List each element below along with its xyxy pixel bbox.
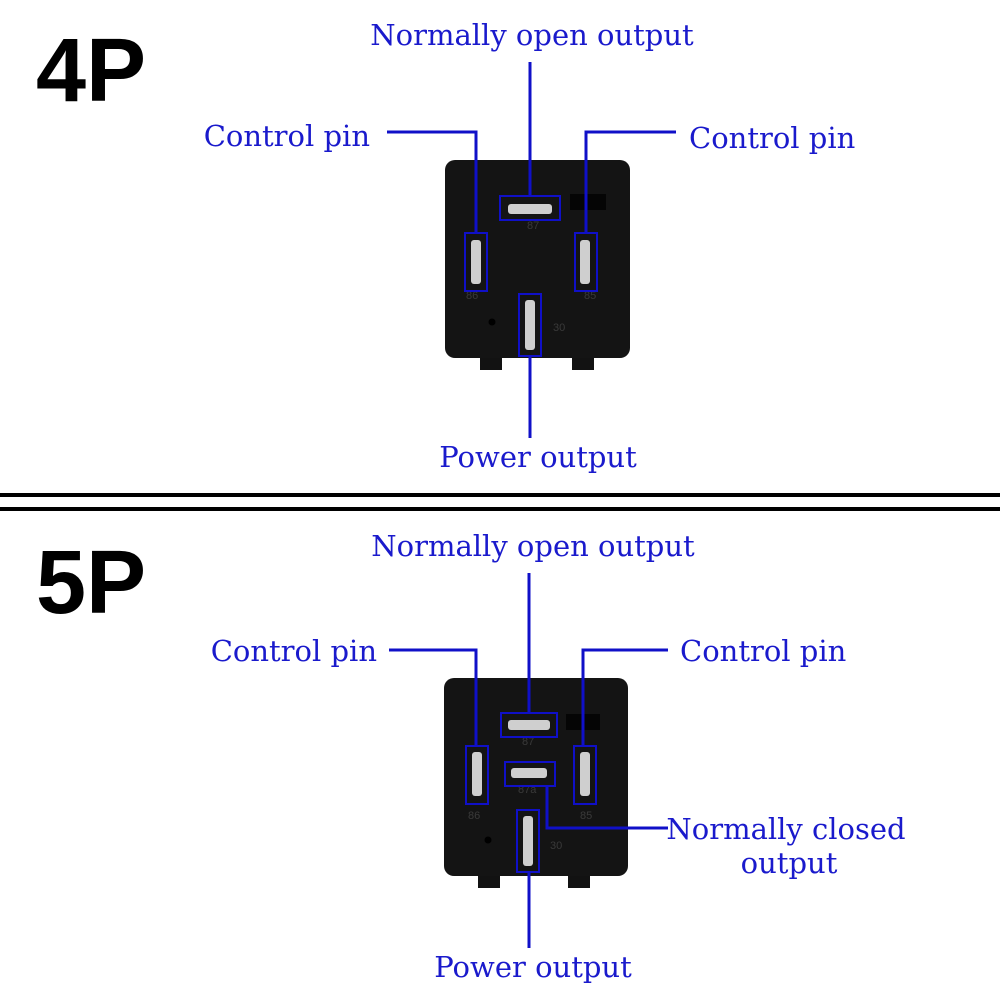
section-title-5p: 5P [36,533,146,633]
pin-box-85 [573,745,597,805]
relay-dot [484,836,492,844]
section-divider [0,493,1000,511]
pin-number-87: 87 [527,220,539,232]
terminal-86 [472,752,482,796]
leader-control-left [387,130,478,233]
pin-number-30: 30 [550,840,562,852]
divider-line-bottom [0,507,1000,511]
relay-dot [488,318,496,326]
label-power-output: Power output [434,950,632,984]
pin-number-86: 86 [466,290,478,302]
pin-number-86: 86 [468,810,480,822]
label-control-pin-right: Control pin [680,634,846,668]
label-control-pin-left: Control pin [204,119,370,153]
label-control-pin-left: Control pin [211,634,377,668]
terminal-85 [580,240,590,284]
terminal-30 [523,816,533,866]
label-normally-closed-line2: output [741,846,838,880]
leader-nc-output [545,786,668,830]
section-5p: 5P 87 87a 86 85 30 [36,529,906,984]
leader-control-left [389,648,478,746]
relay-5p: 87 87a 86 85 30 [444,678,628,888]
section-title-4p: 4P [36,21,146,121]
terminal-87 [508,720,550,730]
terminal-85 [580,752,590,796]
terminal-87a [511,768,547,778]
relay-marking [570,194,606,210]
pin-number-87: 87 [522,736,534,748]
terminal-30 [525,300,535,350]
pin-number-85: 85 [580,810,592,822]
terminal-87 [508,204,552,214]
pin-number-30: 30 [553,322,565,334]
label-normally-closed-line1: Normally closed [666,812,905,846]
terminal-86 [471,240,481,284]
label-normally-open-output: Normally open output [370,18,694,52]
label-power-output: Power output [439,440,637,474]
label-normally-open-output: Normally open output [371,529,695,563]
pin-box-87a [504,761,556,787]
leader-control-right [581,648,668,746]
pin-number-85: 85 [584,290,596,302]
divider-line-top [0,493,1000,497]
label-control-pin-right: Control pin [689,121,855,155]
section-4p: 4P 87 86 85 30 [36,18,855,474]
relay-4p: 87 86 85 30 [445,160,630,370]
leader-control-right [584,130,676,233]
